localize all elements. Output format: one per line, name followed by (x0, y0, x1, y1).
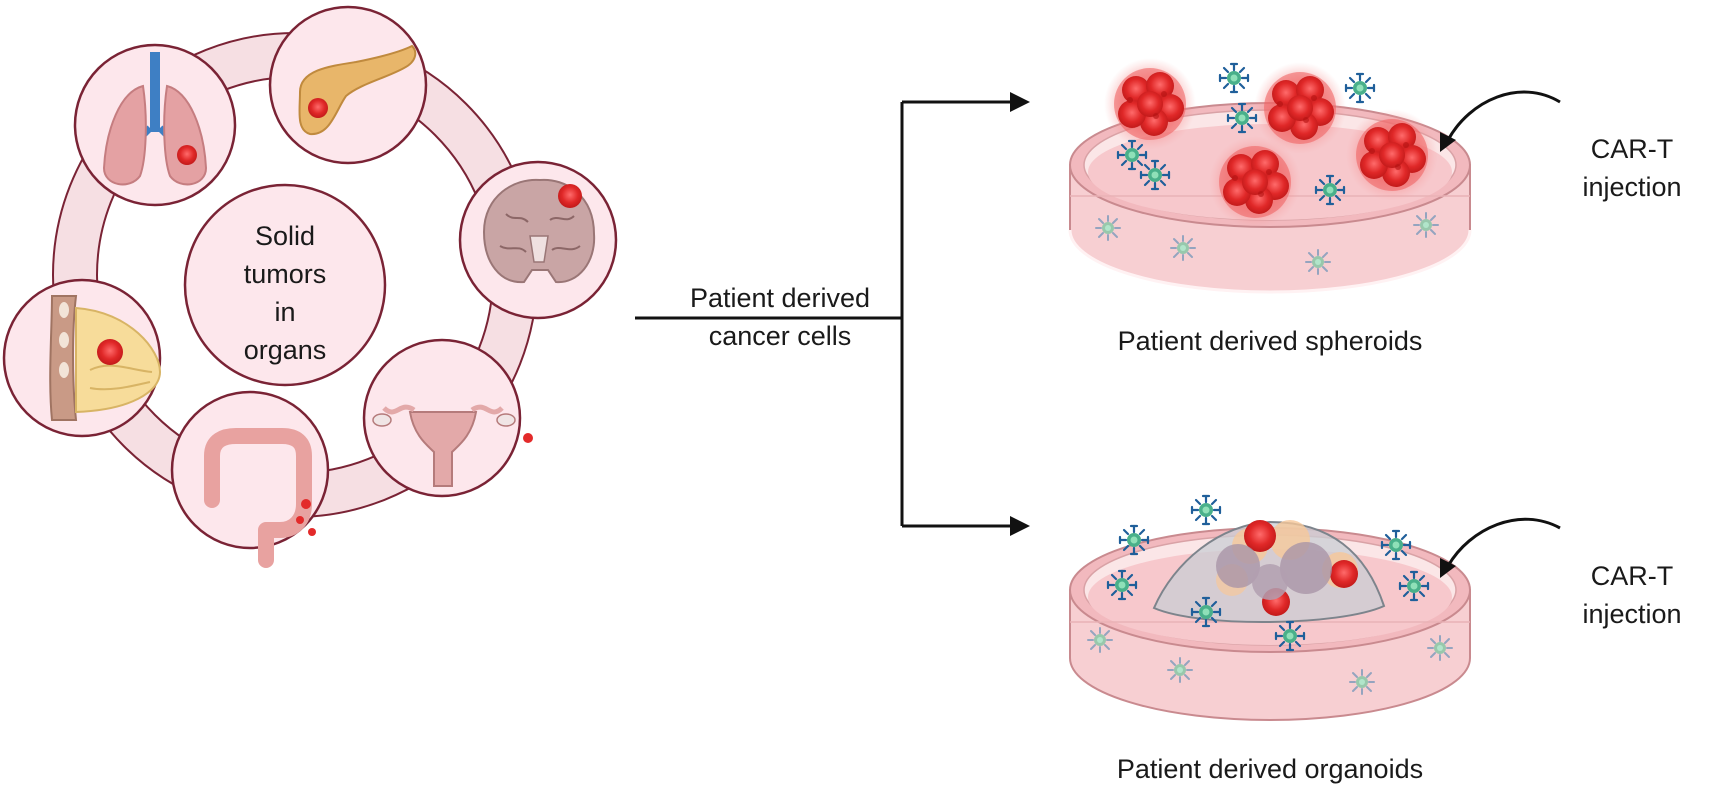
arrow-label-line2: cancer cells (709, 321, 852, 351)
t-cell (1118, 524, 1150, 556)
arrow-head-bottom (1010, 516, 1030, 536)
colon-node (170, 390, 330, 568)
t-cell (1380, 529, 1412, 561)
lungs-node (73, 43, 237, 207)
pancreas-node (268, 5, 428, 165)
uterus-icon (372, 404, 533, 487)
brain-node (458, 160, 618, 320)
colon-icon (204, 428, 316, 568)
organ-ring-group: Solid tumors in organs (2, 5, 618, 568)
t-cell (1095, 215, 1121, 241)
t-cell (1116, 139, 1148, 171)
spheroid-1 (1104, 58, 1196, 150)
bottom-injection-line1: CAR-T (1591, 561, 1674, 591)
breast-tumor (97, 339, 123, 365)
center-label-line3: in (274, 297, 295, 327)
t-cell (1226, 102, 1258, 134)
t-cell (1190, 494, 1222, 526)
bottom-injection-line2: injection (1582, 599, 1681, 629)
injection-arrowhead-top (1440, 132, 1456, 152)
breast-icon (49, 295, 162, 421)
t-cell (1349, 669, 1375, 695)
spheroid-3 (1346, 109, 1438, 201)
t-cell (1167, 657, 1193, 683)
t-cell (1190, 596, 1222, 628)
top-injection-line1: CAR-T (1591, 134, 1674, 164)
top-dish-caption: Patient derived spheroids (1118, 326, 1423, 356)
lungs-icon (102, 52, 208, 186)
spheroid-dish (1068, 58, 1472, 294)
injection-arrowhead-bottom (1440, 558, 1456, 578)
t-cell (1314, 174, 1346, 206)
t-cell (1427, 635, 1453, 661)
center-label-line2: tumors (244, 259, 327, 289)
organoid-dish (1069, 494, 1471, 721)
t-cell (1170, 235, 1196, 261)
t-cell (1087, 627, 1113, 653)
t-cell (1344, 72, 1376, 104)
uterus-tumor (523, 433, 533, 443)
t-cell (1398, 570, 1430, 602)
uterus-node (362, 338, 533, 498)
arrow-head-top (1010, 92, 1030, 112)
lung-tumor (177, 145, 197, 165)
injection-arrow-bottom (1446, 517, 1561, 567)
brain-tumor (558, 184, 582, 208)
arrow-label-line1: Patient derived (690, 283, 870, 313)
colon-tumor-1 (301, 499, 311, 509)
top-injection-line2: injection (1582, 172, 1681, 202)
center-label-line1: Solid (255, 221, 315, 251)
center-circle (183, 183, 387, 387)
spheroid-4 (1209, 136, 1301, 228)
t-cell (1413, 212, 1439, 238)
brain-icon (482, 178, 596, 284)
t-cell (1305, 249, 1331, 275)
pancreas-tumor (308, 98, 328, 118)
pancreas-icon (298, 44, 417, 136)
breast-node (2, 278, 162, 438)
branch-arrows (635, 100, 1012, 528)
colon-tumor-3 (308, 528, 316, 536)
t-cell (1218, 62, 1250, 94)
t-cell (1106, 569, 1138, 601)
bottom-dish-caption: Patient derived organoids (1117, 754, 1423, 784)
colon-tumor-2 (296, 516, 304, 524)
t-cell (1274, 620, 1306, 652)
center-label-line4: organs (244, 335, 327, 365)
injection-arrow-top (1446, 90, 1561, 141)
t-cell (1139, 159, 1171, 191)
